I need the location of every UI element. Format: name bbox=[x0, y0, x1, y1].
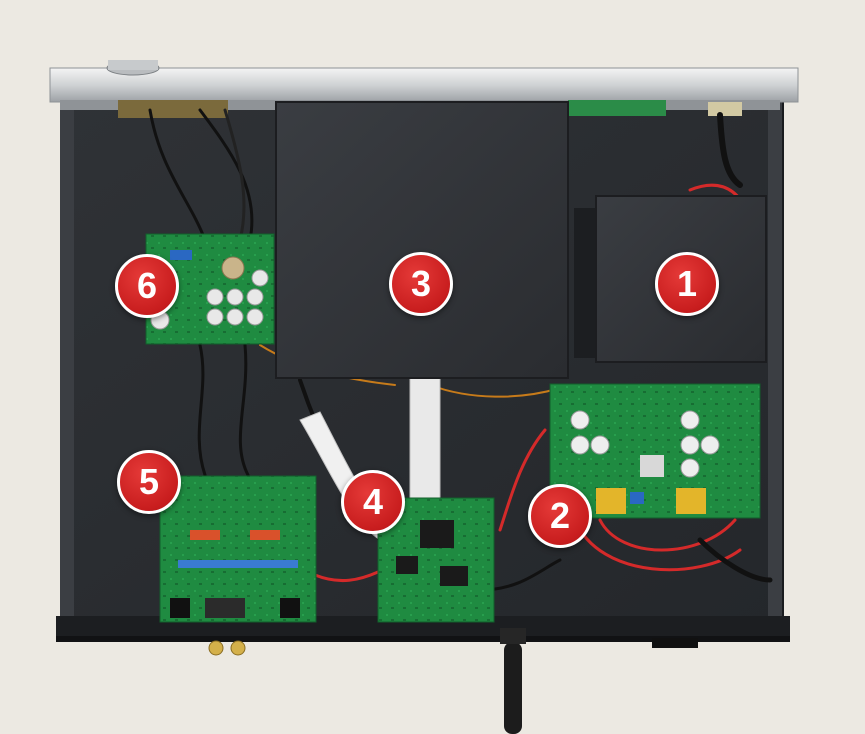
ribbon-cable bbox=[409, 377, 441, 511]
jack-left bbox=[170, 598, 190, 618]
board-4-chip-main bbox=[420, 520, 454, 548]
rear-knob-body bbox=[108, 60, 158, 70]
power-switch bbox=[652, 638, 698, 648]
board-5 bbox=[159, 475, 317, 623]
marker-5: 5 bbox=[117, 450, 181, 514]
board-2-capacitors bbox=[570, 410, 720, 478]
rear-connector-board-right bbox=[568, 100, 666, 116]
chassis-left-wall bbox=[60, 96, 74, 626]
antenna bbox=[504, 642, 522, 734]
rca-jacks bbox=[208, 640, 246, 656]
marker-2: 2 bbox=[528, 484, 592, 548]
board-2-transformers bbox=[596, 488, 706, 514]
rear-connector-board-left bbox=[118, 100, 228, 118]
rear-power-inlet bbox=[708, 102, 742, 116]
jack-right bbox=[280, 598, 300, 618]
board-2-heatsink bbox=[640, 455, 664, 477]
marker-3: 3 bbox=[389, 252, 453, 316]
chassis-right-wall bbox=[768, 96, 782, 626]
marker-6: 6 bbox=[115, 254, 179, 318]
antenna-base bbox=[500, 628, 526, 644]
board-5-components bbox=[178, 530, 298, 618]
board-4-chip-tertiary bbox=[440, 566, 468, 586]
board-6-capacitors bbox=[150, 269, 269, 330]
main-cover bbox=[275, 101, 569, 379]
top-rail bbox=[49, 67, 799, 103]
marker-4: 4 bbox=[341, 470, 405, 534]
board-6-trimmers bbox=[170, 250, 192, 260]
board-6-potentiometer bbox=[221, 256, 245, 280]
front-panel-edge bbox=[56, 636, 790, 642]
board-4-chip-secondary bbox=[396, 556, 418, 574]
marker-1: 1 bbox=[655, 252, 719, 316]
